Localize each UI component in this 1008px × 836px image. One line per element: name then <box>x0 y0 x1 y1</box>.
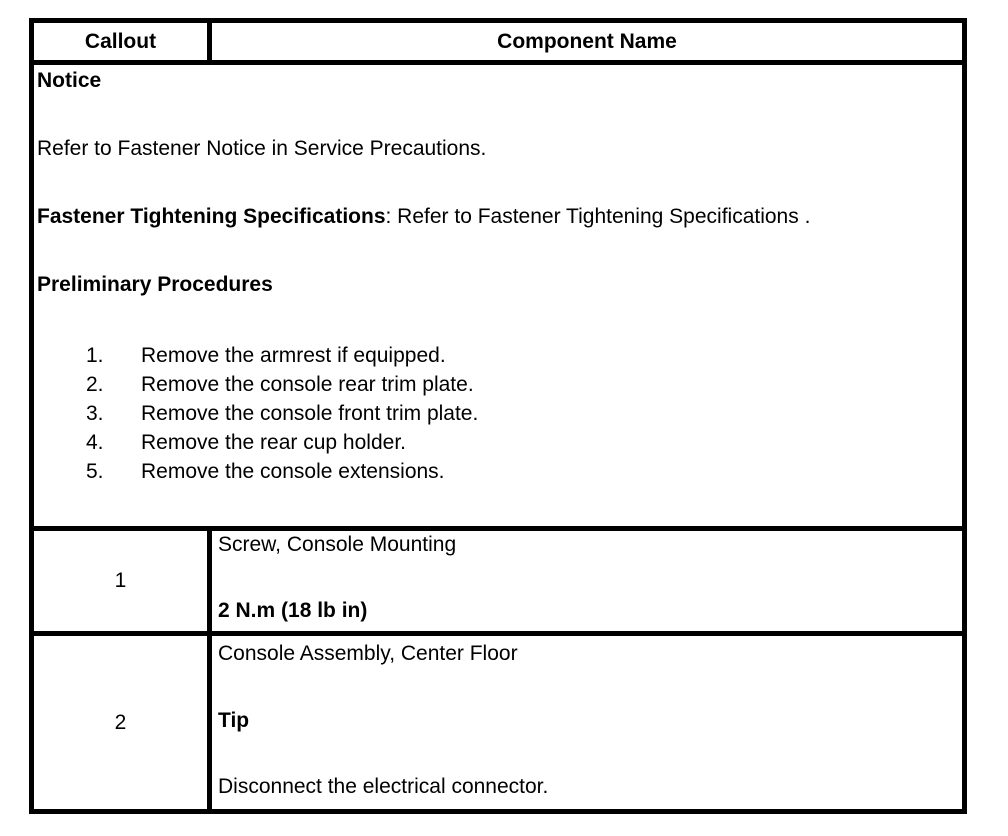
row2-callout-number: 2 <box>114 710 127 734</box>
header-label-callout: Callout <box>84 29 157 53</box>
preliminary-steps-list: 1. Remove the armrest if equipped. 2. Re… <box>37 341 954 486</box>
row2-component-name: Console Assembly, Center Floor <box>218 642 518 665</box>
step-number: 1. <box>86 344 104 367</box>
step-number: 5. <box>86 460 104 483</box>
row1-component-cell: Screw, Console Mounting 2 N.m (18 lb in) <box>212 531 962 636</box>
row1-callout-cell: 1 <box>34 531 212 636</box>
fastener-spec-rest: : Refer to Fastener Tightening Specifica… <box>385 205 811 228</box>
header-cell-callout: Callout <box>34 23 212 65</box>
notice-cell: Notice Refer to Fastener Notice in Servi… <box>34 65 962 531</box>
row2-tip-label: Tip <box>218 708 250 732</box>
row2-tip-text: Disconnect the electrical connector. <box>218 775 549 798</box>
row2-callout-cell: 2 <box>34 636 212 809</box>
step-text: Remove the armrest if equipped. <box>141 344 446 367</box>
step-item: 3. Remove the console front trim plate. <box>37 399 954 428</box>
header-cell-component-name: Component Name <box>212 23 962 65</box>
step-item: 4. Remove the rear cup holder. <box>37 428 954 457</box>
step-number: 3. <box>86 402 104 425</box>
preliminary-procedures-heading: Preliminary Procedures <box>37 273 273 296</box>
row2-component-cell: Console Assembly, Center Floor Tip Disco… <box>212 636 962 809</box>
step-text: Remove the console extensions. <box>141 460 445 483</box>
header-label-component-name: Component Name <box>497 29 677 53</box>
fastener-spec-line: Fastener Tightening Specifications: Refe… <box>37 205 954 229</box>
step-number: 2. <box>86 373 104 396</box>
notice-refer-text: Refer to Fastener Notice in Service Prec… <box>37 137 487 160</box>
step-number: 4. <box>86 431 104 454</box>
step-item: 1. Remove the armrest if equipped. <box>37 341 954 370</box>
step-text: Remove the console front trim plate. <box>141 402 479 425</box>
step-text: Remove the rear cup holder. <box>141 431 406 454</box>
fastener-spec-label: Fastener Tightening Specifications <box>37 205 386 228</box>
row1-torque-spec: 2 N.m (18 lb in) <box>218 599 368 622</box>
step-text: Remove the console rear trim plate. <box>141 373 474 396</box>
notice-title: Notice <box>37 69 102 92</box>
step-item: 5. Remove the console extensions. <box>37 457 954 486</box>
component-callout-table: Callout Component Name Notice Refer to F… <box>29 18 967 814</box>
step-item: 2. Remove the console rear trim plate. <box>37 370 954 399</box>
row1-component-name: Screw, Console Mounting <box>218 533 457 556</box>
row1-callout-number: 1 <box>114 569 127 592</box>
